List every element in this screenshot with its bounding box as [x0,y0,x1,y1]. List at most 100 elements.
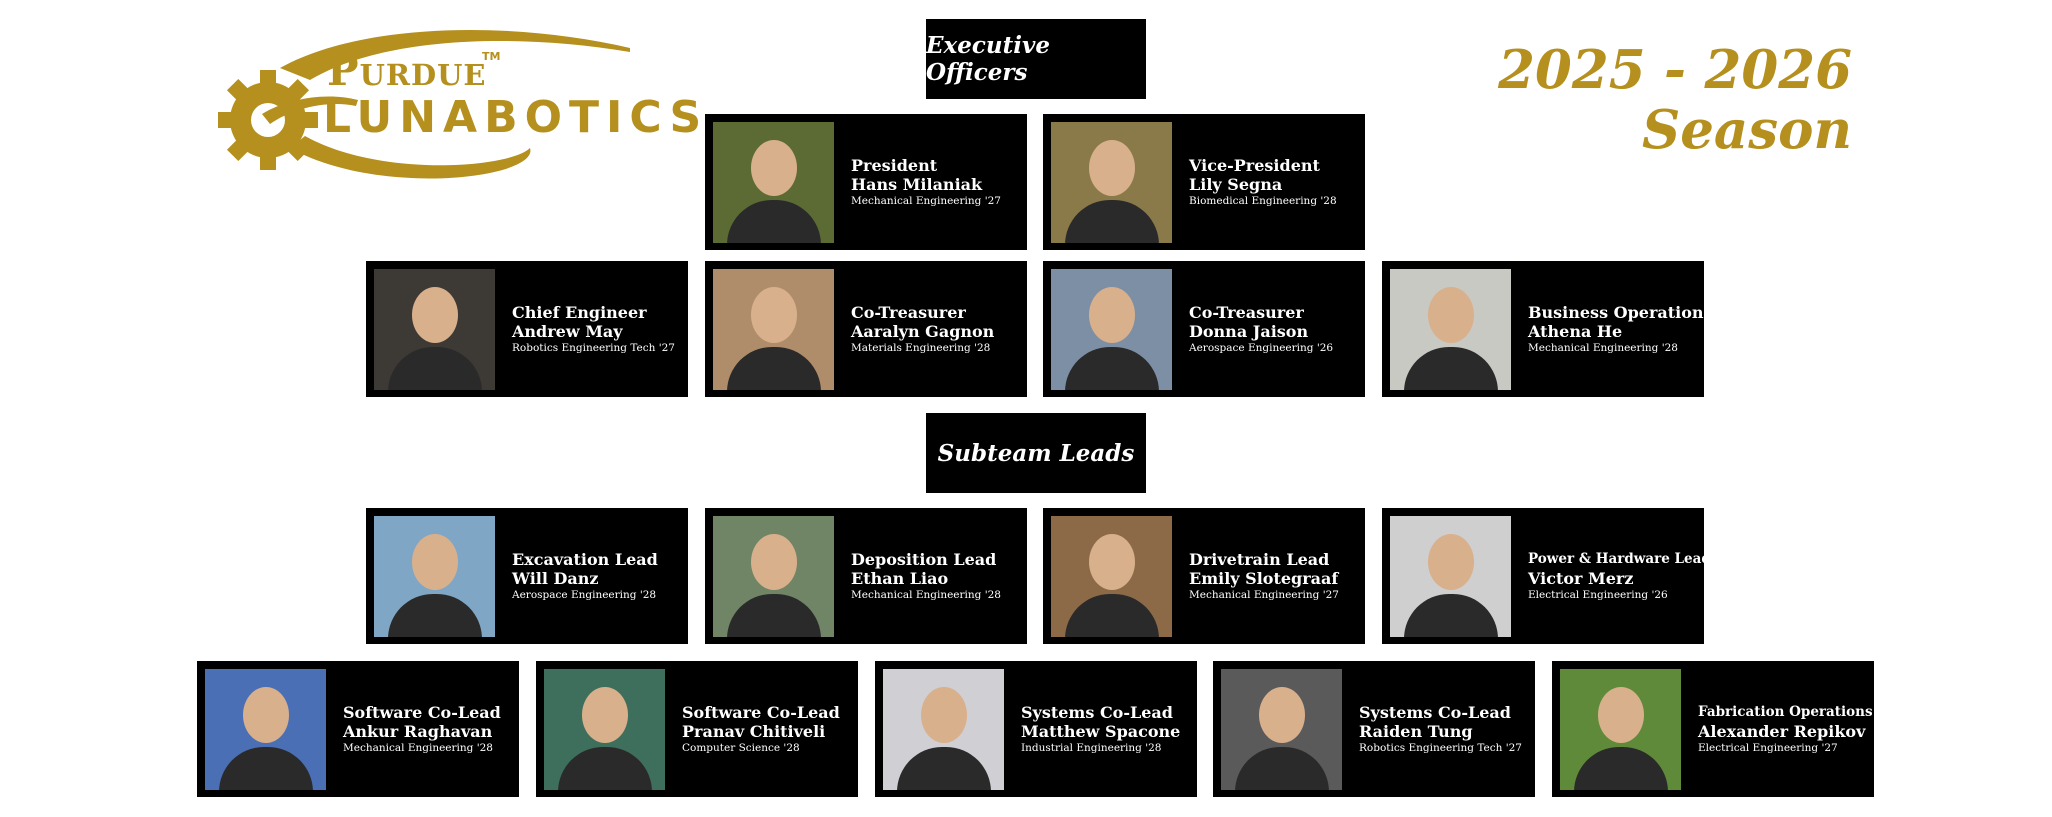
photo-torso-shape [388,593,482,637]
member-role: Systems Co-Lead [1359,703,1511,722]
executive-officers-header: Executive Officers [926,19,1146,99]
photo-torso-shape [727,346,821,390]
member-role: Systems Co-Lead [1021,703,1173,722]
photo-torso-shape [1065,346,1159,390]
member-name: Ankur Raghavan [343,722,493,741]
photo-head-shape [1428,286,1474,343]
photo-head-shape [412,286,458,343]
member-photo [374,268,495,390]
photo-head-shape [412,533,458,590]
logo-purdue-text: Purdue [327,46,487,95]
photo-head-shape [243,686,289,743]
photo-torso-shape [219,746,313,790]
member-role: Power & Hardware Lead [1528,551,1711,567]
member-photo [713,515,834,637]
member-name: Lily Segna [1189,175,1283,194]
member-name: Hans Milaniak [851,175,983,194]
member-name: Pranav Chitiveli [682,722,826,741]
member-major: Industrial Engineering '28 [1021,742,1162,754]
purdue-lunabotics-logo: Purdue TM LUNABOTICS [210,28,701,180]
season-label: Season [1641,99,1852,161]
member-role: Chief Engineer [512,303,647,322]
member-role: President [851,156,938,175]
member-photo [1221,668,1342,790]
subteam-leads-label: Subteam Leads [937,439,1135,467]
member-name: Raiden Tung [1359,722,1473,741]
logo-lunabotics-text: LUNABOTICS [323,92,709,143]
subteam-leads-header: Subteam Leads [926,413,1146,493]
member-photo [1051,515,1172,637]
member-name: Alexander Repikov [1698,722,1866,741]
member-photo [374,515,495,637]
photo-head-shape [921,686,967,743]
member-name: Victor Merz [1528,569,1634,588]
member-name: Donna Jaison [1189,322,1309,341]
photo-head-shape [1259,686,1305,743]
member-name: Emily Slotegraaf [1189,569,1339,588]
member-role: Vice-President [1189,156,1320,175]
member-photo [883,668,1004,790]
member-name: Matthew Spacone [1021,722,1181,741]
member-role: Drivetrain Lead [1189,550,1330,569]
season-years: 2025 - 2026 [1498,39,1852,101]
member-major: Electrical Engineering '27 [1698,742,1838,754]
member-role: Co-Treasurer [1189,303,1304,322]
photo-torso-shape [1065,199,1159,243]
photo-head-shape [1089,286,1135,343]
member-major: Materials Engineering '28 [851,342,991,354]
photo-torso-shape [1574,746,1668,790]
member-major: Mechanical Engineering '28 [343,742,493,754]
photo-head-shape [1089,139,1135,196]
member-role: Deposition Lead [851,550,997,569]
logo-trademark: TM [482,50,501,63]
member-photo [1560,668,1681,790]
member-name: Ethan Liao [851,569,949,588]
member-major: Biomedical Engineering '28 [1189,195,1337,207]
gear-swoosh-icon [218,29,630,179]
member-role: Business Operations [1528,303,1713,322]
member-photo [1390,268,1511,390]
member-photo [205,668,326,790]
photo-torso-shape [558,746,652,790]
photo-torso-shape [1235,746,1329,790]
member-major: Aerospace Engineering '26 [1189,342,1334,354]
member-photo [713,121,834,243]
photo-head-shape [751,533,797,590]
photo-head-shape [751,286,797,343]
member-role: Co-Treasurer [851,303,966,322]
photo-torso-shape [1404,346,1498,390]
photo-torso-shape [727,199,821,243]
member-photo [544,668,665,790]
photo-torso-shape [1065,593,1159,637]
photo-torso-shape [897,746,991,790]
member-role: Excavation Lead [512,550,658,569]
member-photo [713,268,834,390]
photo-head-shape [1598,686,1644,743]
member-role: Software Co-Lead [682,703,840,722]
member-name: Will Danz [512,569,599,588]
